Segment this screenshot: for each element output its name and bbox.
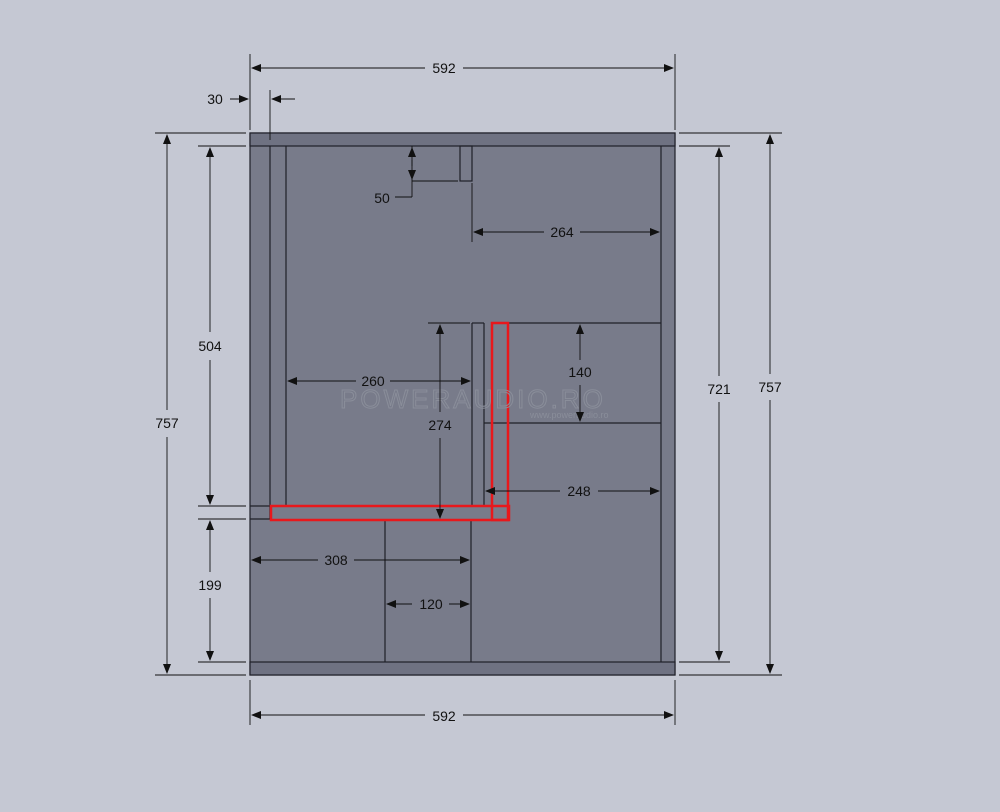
watermark-text: POWERAUDIO.RO	[340, 384, 606, 414]
dim-top-width: 592	[432, 60, 456, 76]
bottom-panel	[249, 661, 676, 676]
dim-left-height: 757	[155, 415, 179, 431]
dim-bottom-left: 308	[324, 552, 348, 568]
dim-mid-height: 274	[428, 417, 452, 433]
internal-walls	[250, 145, 662, 662]
dim-upper-right: 264	[550, 224, 574, 240]
dim-bottom-width: 592	[432, 708, 456, 724]
dim-bottom-mid: 120	[419, 596, 443, 612]
dim-port-depth: 50	[374, 190, 390, 206]
dim-right-height: 757	[758, 379, 782, 395]
dim-lower-right: 248	[567, 483, 591, 499]
dim-right-chamber: 140	[568, 364, 592, 380]
highlighted-panel	[269, 321, 511, 522]
dimension-lines	[155, 54, 782, 725]
dim-lower-left: 199	[198, 577, 222, 593]
watermark-subtext: www.poweraudio.ro	[529, 410, 609, 420]
dim-upper-left: 504	[198, 338, 222, 354]
dim-wall-offset: 30	[207, 91, 223, 107]
top-panel	[249, 132, 676, 147]
dim-inner-height: 721	[707, 381, 731, 397]
dim-mid-width: 260	[361, 373, 385, 389]
enclosure-body	[249, 132, 676, 676]
